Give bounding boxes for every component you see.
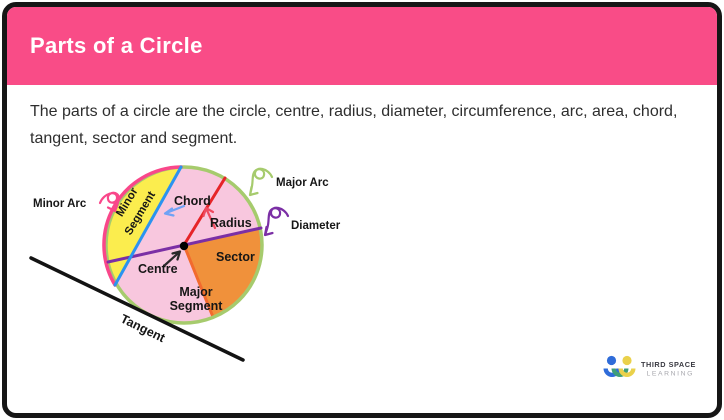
card-header: Parts of a Circle [7,7,717,85]
description-text: The parts of a circle are the circle, ce… [30,103,678,147]
page-title: Parts of a Circle [30,33,203,58]
